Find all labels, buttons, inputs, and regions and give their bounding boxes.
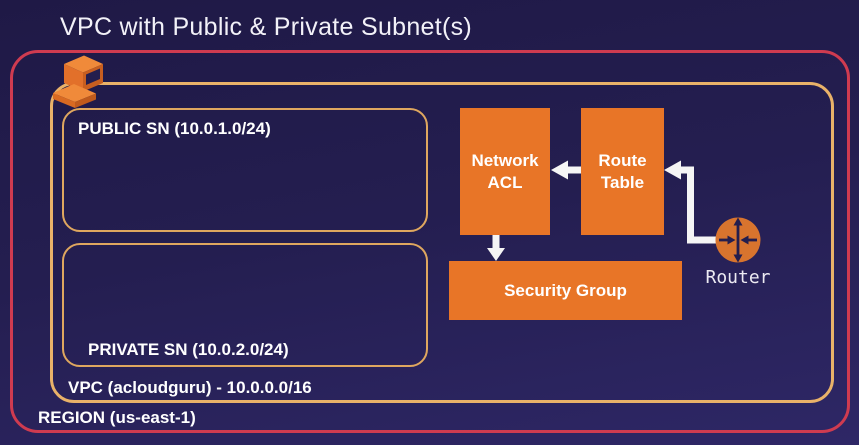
security-group-node: Security Group <box>449 261 682 320</box>
page-title: VPC with Public & Private Subnet(s) <box>60 13 473 41</box>
network-acl-node: Network ACL <box>460 108 550 235</box>
vpc-boundary: VPC (acloudguru) - 10.0.0.0/16 <box>50 82 834 403</box>
vpc-icon <box>53 55 103 108</box>
public-subnet-label: PUBLIC SN (10.0.1.0/24) <box>78 119 271 138</box>
public-subnet-box: PUBLIC SN (10.0.1.0/24) <box>62 108 428 232</box>
region-label: REGION (us-east-1) <box>38 408 196 427</box>
private-subnet-label: PRIVATE SN (10.0.2.0/24) <box>88 340 289 359</box>
vpc-label: VPC (acloudguru) - 10.0.0.0/16 <box>68 378 312 397</box>
region-boundary: REGION (us-east-1) <box>10 50 850 433</box>
network-acl-label: Network ACL <box>471 150 539 192</box>
router-icon <box>715 217 761 263</box>
router-label: Router <box>705 267 771 288</box>
private-subnet-box: PRIVATE SN (10.0.2.0/24) <box>62 243 428 367</box>
route-table-node: Route Table <box>581 108 664 235</box>
security-group-label: Security Group <box>504 280 627 300</box>
route-table-label: Route Table <box>598 150 647 192</box>
